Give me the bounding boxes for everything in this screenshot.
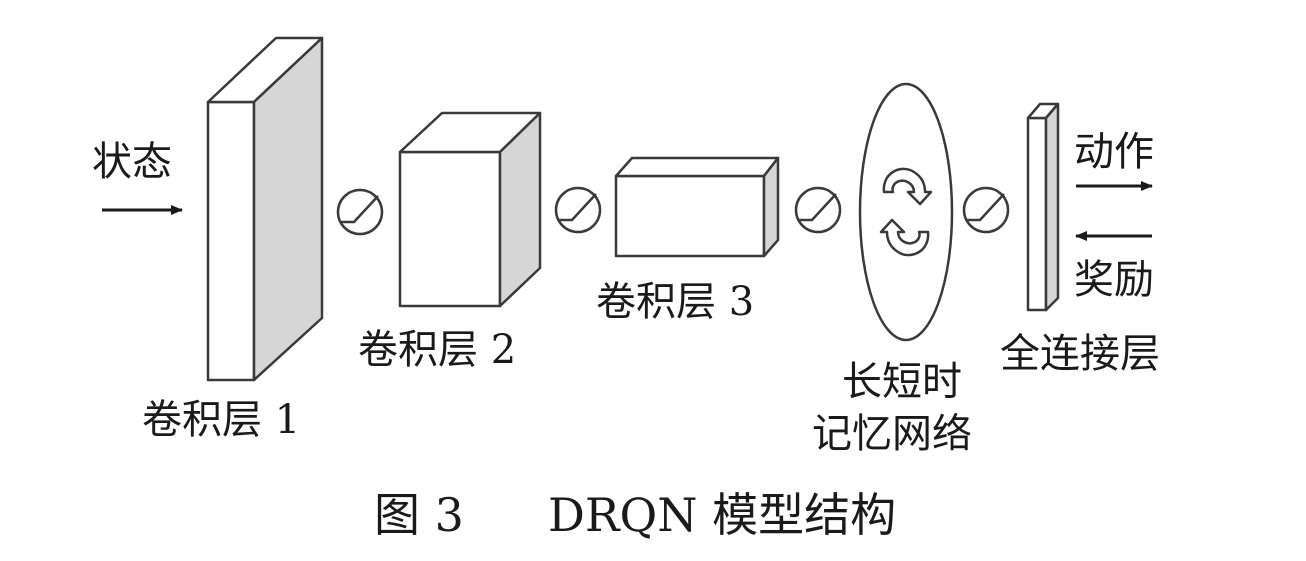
activation-icon-2 (554, 186, 602, 234)
activation-icon-1 (336, 188, 384, 236)
lstm-label-line-2: 记忆网络 (812, 411, 972, 457)
conv-layer-3-label: 卷积层 3 (596, 279, 755, 325)
lstm-block (858, 82, 954, 342)
conv-layer-1-block (206, 36, 324, 382)
figure-number: 图 3 (374, 488, 464, 542)
activation-icon-3 (794, 186, 842, 234)
conv-layer-1-label: 卷积层 1 (142, 397, 301, 443)
state-label: 状态 (92, 139, 172, 185)
reward-label: 奖励 (1074, 257, 1154, 303)
recurrent-loop-icon (879, 167, 933, 257)
figure-title: DRQN 模型结构 (548, 488, 897, 542)
conv-layer-3-block (614, 156, 780, 258)
conv-layer-2-block (398, 111, 542, 308)
fully-connected-block (1026, 102, 1060, 312)
conv-layer-2-label: 卷积层 2 (358, 327, 517, 373)
fully-connected-label: 全连接层 (1000, 331, 1160, 377)
lstm-label-line-1: 长短时 (842, 359, 962, 405)
activation-icon-4 (962, 186, 1010, 234)
action-label: 动作 (1074, 129, 1154, 175)
